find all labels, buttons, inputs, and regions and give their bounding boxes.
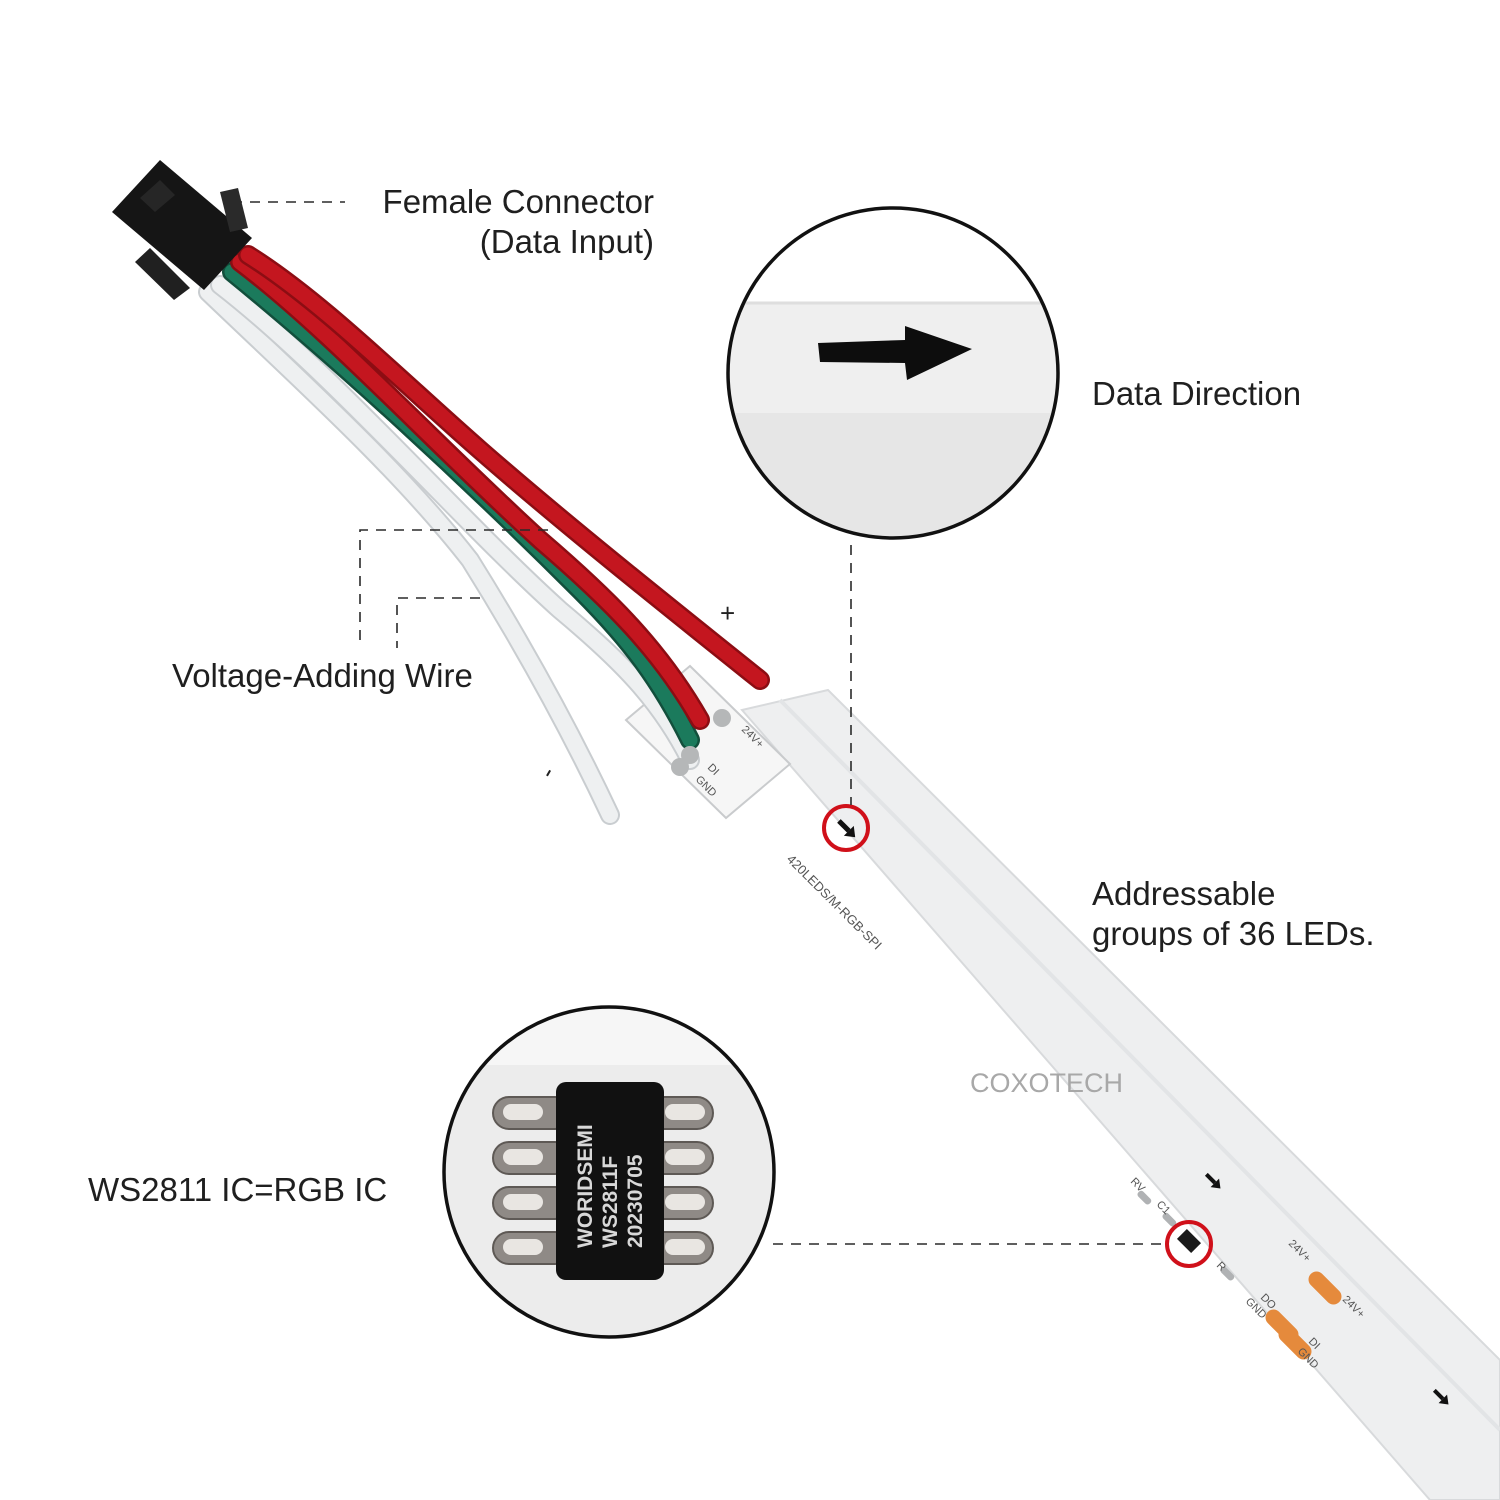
strip-arrow-1 [1204, 1172, 1221, 1189]
solder-pad [1278, 1326, 1312, 1360]
label-addressable-line2: groups of 36 LEDs. [1092, 915, 1375, 952]
female-connector [112, 160, 252, 300]
ws2811-chip [556, 1082, 664, 1280]
strip-details [671, 709, 1449, 1405]
chip-text-model: WS2811F [599, 1156, 622, 1248]
label-voltage-wire: Voltage-Adding Wire [172, 657, 473, 694]
highlight-arrow [822, 804, 870, 852]
leader-voltage-white [396, 597, 480, 648]
label-data-direction: Data Direction [1092, 375, 1302, 412]
leader-voltage-red [359, 529, 548, 648]
strip-arrow-2 [1432, 1388, 1449, 1405]
strip-model-text: 420LEDS/M-RGB-SPI [784, 852, 885, 953]
label-ic: WS2811 IC=RGB IC [88, 1171, 388, 1208]
watermark: COXOTECH [970, 1068, 1123, 1098]
label-female-connector: Female Connector (Data Input) [340, 182, 654, 262]
wire-bundle [198, 245, 770, 825]
arrow-icon [818, 326, 972, 380]
label-addressable: Addressable groups of 36 LEDs. [1092, 874, 1375, 954]
ic-on-strip [1176, 1228, 1202, 1254]
chip-text-brand: WORIDSEMI [574, 1124, 597, 1248]
strip-comp-rv: RV [1128, 1176, 1148, 1196]
chip-text-date: 20230705 [624, 1154, 647, 1248]
label-female-connector-line1: Female Connector [382, 183, 654, 220]
strip-edge [778, 698, 1500, 1432]
minus-sign: - [532, 761, 562, 784]
led-strip [740, 688, 1500, 1500]
solder-pad [1308, 1271, 1342, 1305]
zoom-data-direction [726, 206, 1060, 540]
plus-sign: + [720, 598, 735, 628]
zoom-ic: WORIDSEMI WS2811F 20230705 [442, 1005, 776, 1339]
label-female-connector-line2: (Data Input) [479, 223, 654, 260]
highlight-ic [1165, 1220, 1213, 1268]
label-addressable-line1: Addressable [1092, 875, 1276, 912]
strip-arrow-highlighted [837, 819, 856, 838]
